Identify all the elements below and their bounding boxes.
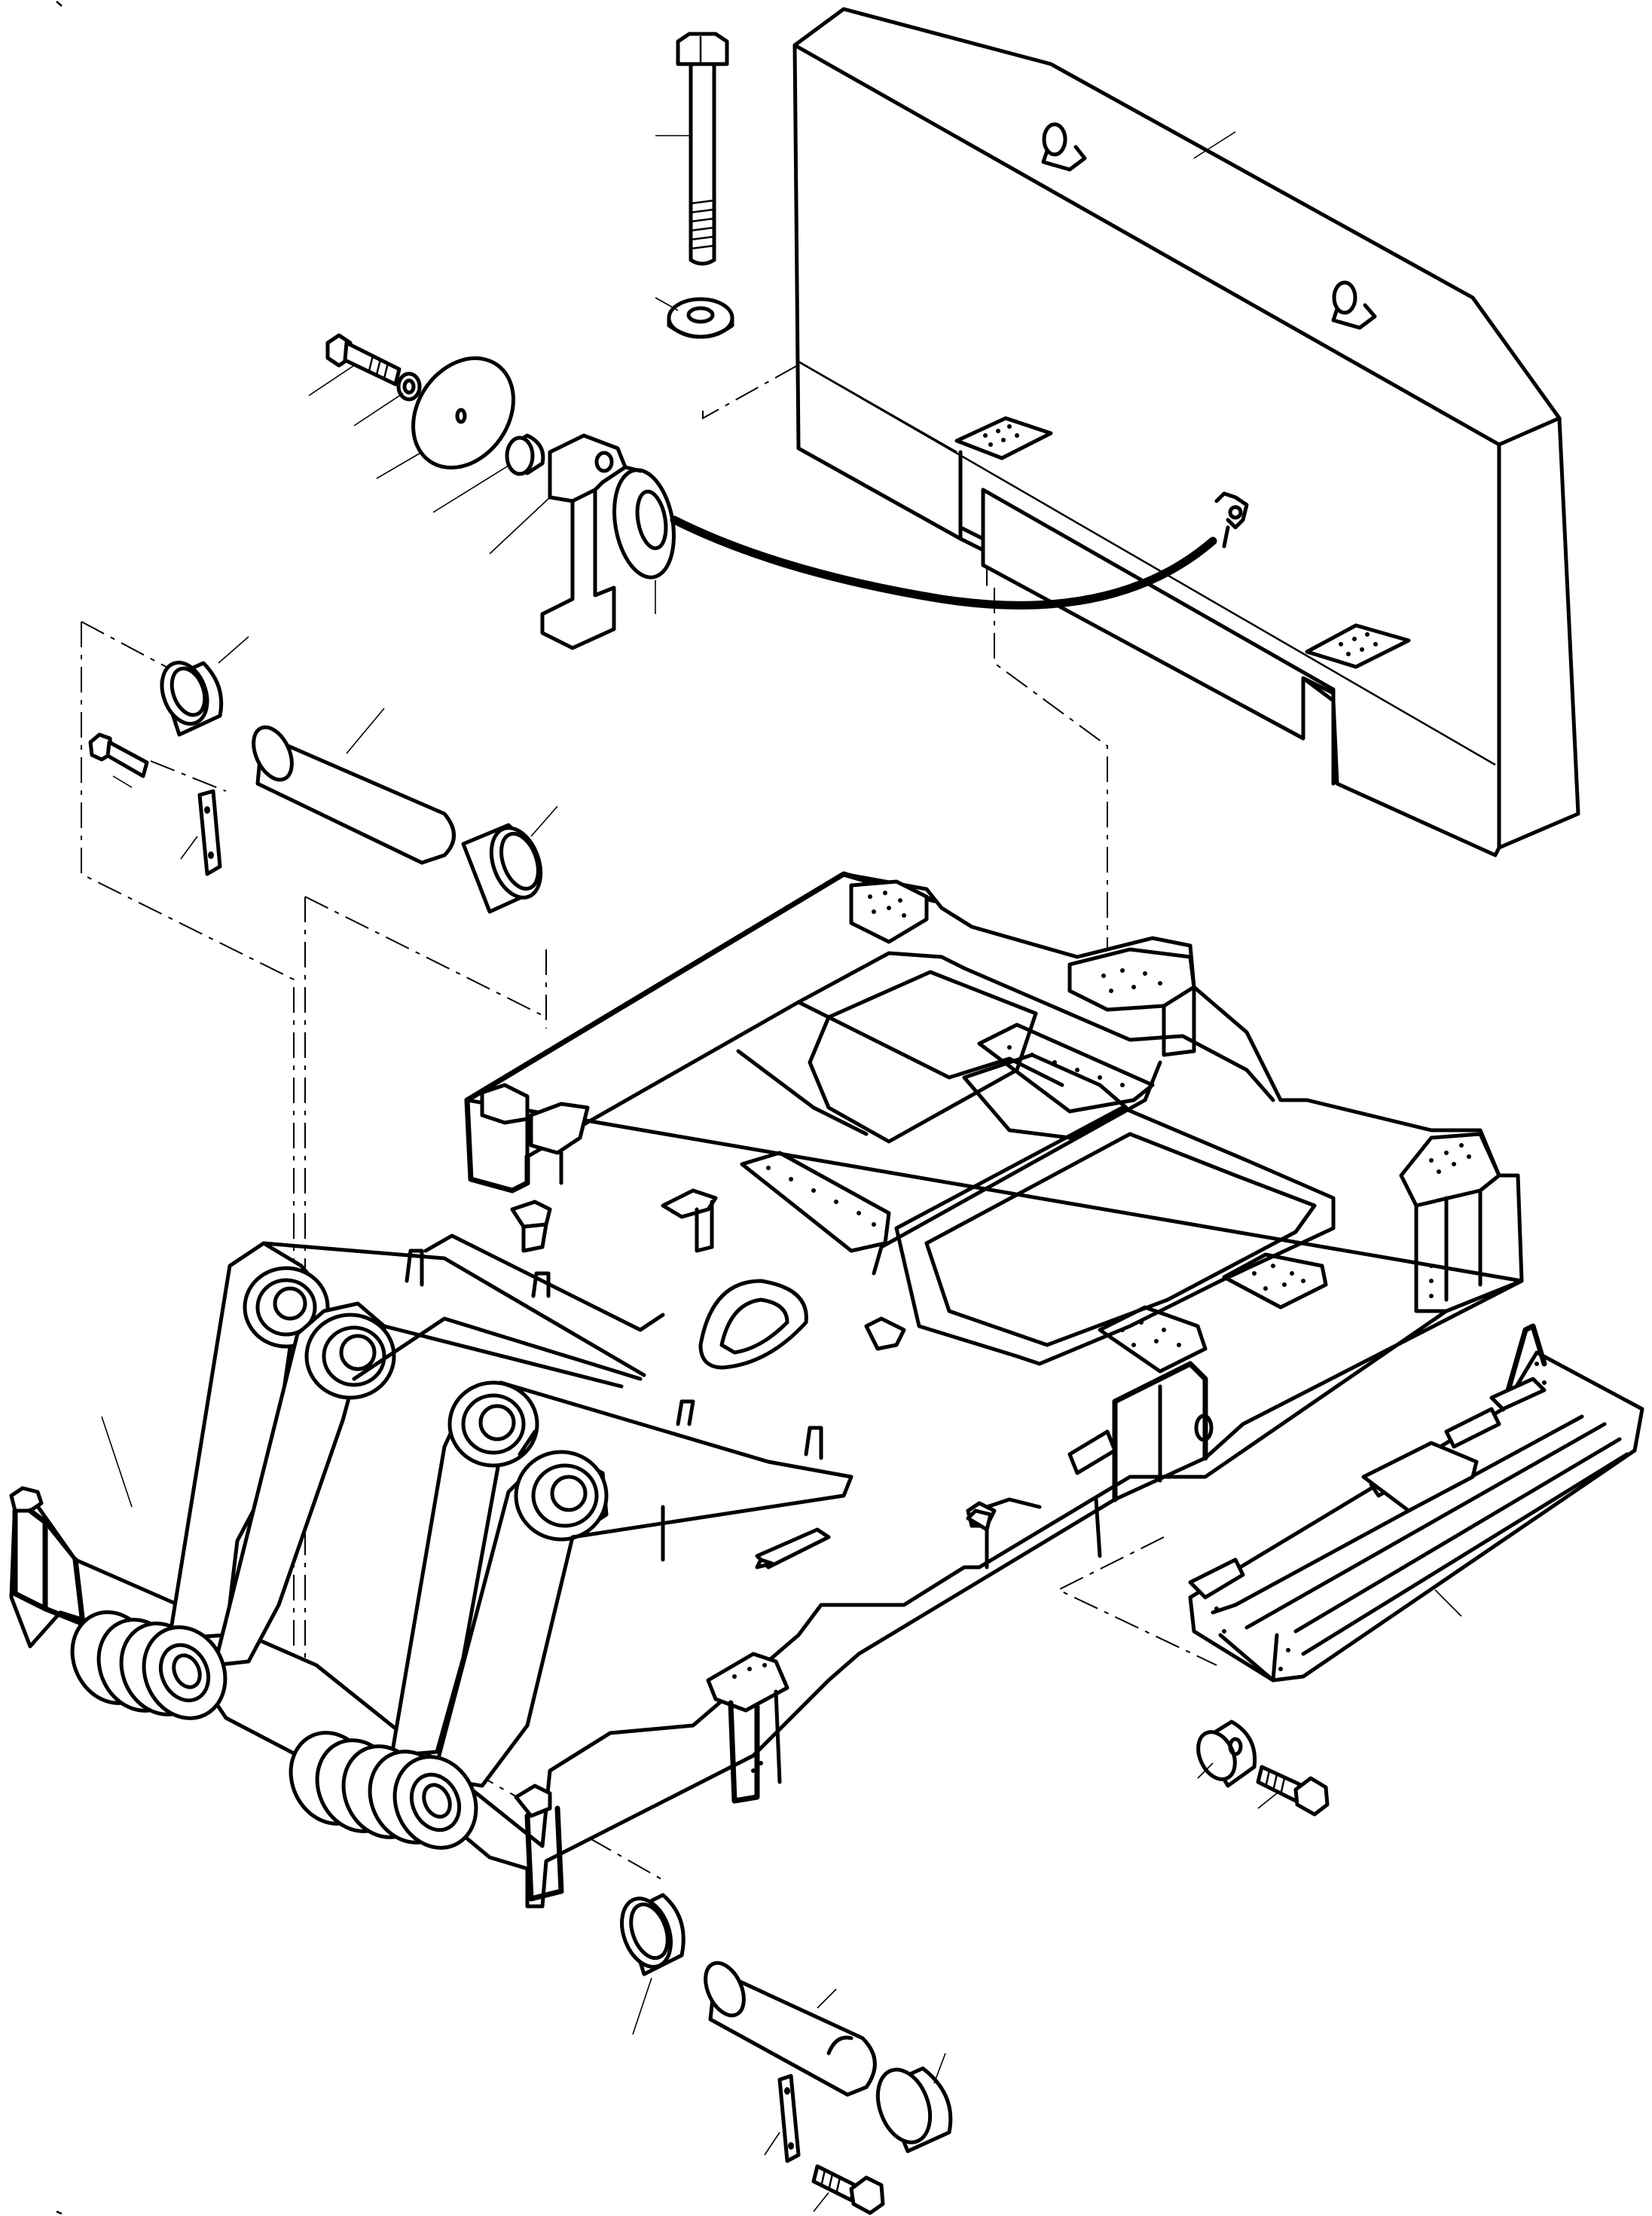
front-lug-left [70,1610,227,1720]
side-rail-assembly [1188,1323,1644,1683]
upper-retaining-plate [180,789,222,876]
lifting-eye-2 [1331,280,1377,330]
lock-washer [353,371,422,426]
upper-pin [252,708,456,865]
cover-disc [376,356,515,479]
lower-retaining-plate [764,2074,801,2163]
lower-bushing-left [620,1893,686,2035]
lower-pin [704,1961,877,2097]
flat-washer [655,297,734,339]
hex-bolt-small [308,333,402,396]
revolving-frame [9,871,1524,1909]
rail-bolt [1256,1765,1330,1817]
lower-retaining-bolt [811,2164,885,2215]
spacer-bushing [432,433,545,513]
counterweight [792,7,1580,857]
upper-bushing-left [160,636,249,737]
bolt-pad-right [1305,623,1411,669]
hex-bolt-long [655,32,729,266]
lower-bushing-right [875,2052,953,2153]
cable-hook [1214,491,1249,549]
front-lug-right [289,1731,478,1850]
upper-bushing-right [461,805,558,914]
lifting-bracket [489,433,676,650]
retaining-cable [670,515,1217,610]
lifting-eye-1 [1041,122,1087,172]
rail-spacer [1196,1719,1257,1788]
upper-retaining-bolt [88,732,149,788]
